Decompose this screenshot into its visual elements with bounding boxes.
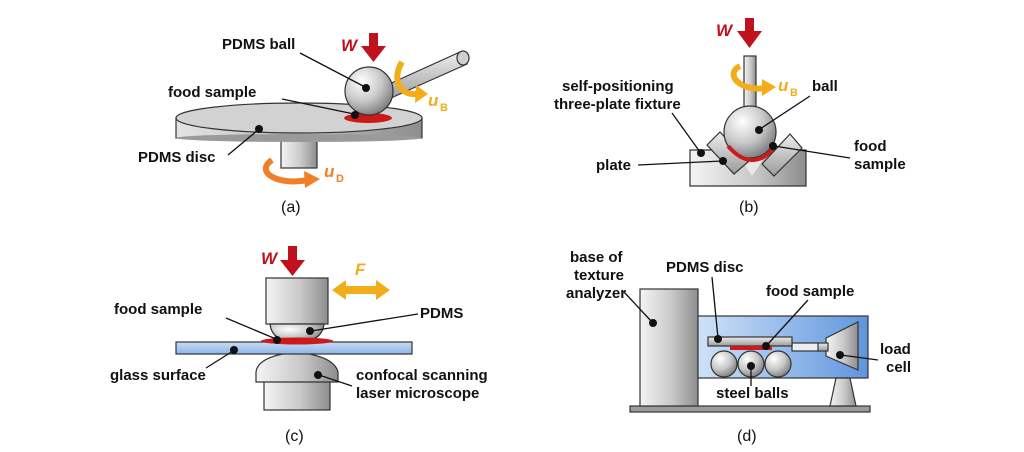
base-label-line2: texture (574, 267, 624, 284)
pdms-label-c: PDMS (420, 305, 463, 322)
food-sample-shape-d (730, 346, 772, 350)
panel-a: W u B u D PDMS ball food sample PDMS dis… (138, 33, 470, 216)
disc-rotation-arrow (262, 157, 309, 185)
microscope-body (263, 377, 331, 411)
ball-speed-symbol-b: u (778, 76, 789, 95)
ball-rotation-arrow-b (730, 63, 767, 92)
load-arrow (361, 33, 386, 62)
glass-surface-label: glass surface (110, 367, 206, 384)
fixture-label-line1: self-positioning (562, 78, 674, 95)
ground-plate (629, 405, 871, 413)
steel-ball-3 (764, 350, 792, 378)
connecting-rod (791, 342, 819, 352)
caption-d: (d) (737, 428, 757, 445)
load-cell-label-line1: load (880, 341, 911, 358)
microscope-label-line1: confocal scanning (356, 367, 488, 384)
base-label-line3: analyzer (566, 285, 626, 302)
disc-speed-symbol: u (324, 162, 335, 181)
panel-c: W F food sample PDMS glass surface confo… (110, 246, 488, 445)
panel-d: base of texture analyzer PDMS disc food … (566, 249, 911, 445)
food-sample-label-b-line1: food (854, 138, 886, 155)
food-sample-label-c: food sample (114, 301, 202, 318)
texture-analyzer-base (639, 288, 699, 407)
steel-ball-1 (710, 350, 738, 378)
ball-speed-sub-b: B (790, 87, 798, 99)
ball-label-b: ball (812, 78, 838, 95)
force-symbol: F (355, 260, 366, 279)
load-symbol-b: W (716, 21, 734, 40)
load-arrow-c (280, 246, 305, 276)
disc-speed-sub: D (336, 173, 344, 185)
plate-label: plate (596, 157, 631, 174)
ball-speed-symbol: u (428, 91, 439, 110)
probe-body (265, 277, 329, 325)
load-cell-label-line2: cell (886, 359, 911, 376)
pdms-disc-label: PDMS disc (138, 149, 216, 166)
disc-shaft (280, 137, 318, 169)
caption-c: (c) (285, 428, 304, 445)
fixture-label-line2: three-plate fixture (554, 96, 681, 113)
steel-balls-label: steel balls (716, 385, 789, 402)
food-sample-label-b-line2: sample (854, 156, 906, 173)
pdms-disc-label-d: PDMS disc (666, 259, 744, 276)
panel-b: W u B self-positioning three-plate fixtu… (554, 18, 906, 216)
force-arrow (332, 280, 390, 300)
food-sample-label: food sample (168, 84, 256, 101)
pdms-ball-shape (344, 66, 394, 116)
load-symbol-c: W (261, 249, 279, 268)
base-label-line1: base of (570, 249, 624, 266)
ball-rotation-arrow (394, 60, 419, 98)
support-cone (829, 377, 857, 407)
food-sample-shape-b (726, 144, 776, 163)
food-sample-shape-c (261, 337, 333, 345)
load-arrow-b (737, 18, 762, 48)
ball-speed-sub: B (440, 102, 448, 114)
food-sample-label-d: food sample (766, 283, 854, 300)
right-plate (761, 133, 803, 177)
caption-a: (a) (281, 199, 301, 216)
caption-b: (b) (739, 199, 759, 216)
load-symbol: W (341, 36, 359, 55)
microscope-label-line2: laser microscope (356, 385, 479, 402)
pdms-ball-label: PDMS ball (222, 36, 295, 53)
